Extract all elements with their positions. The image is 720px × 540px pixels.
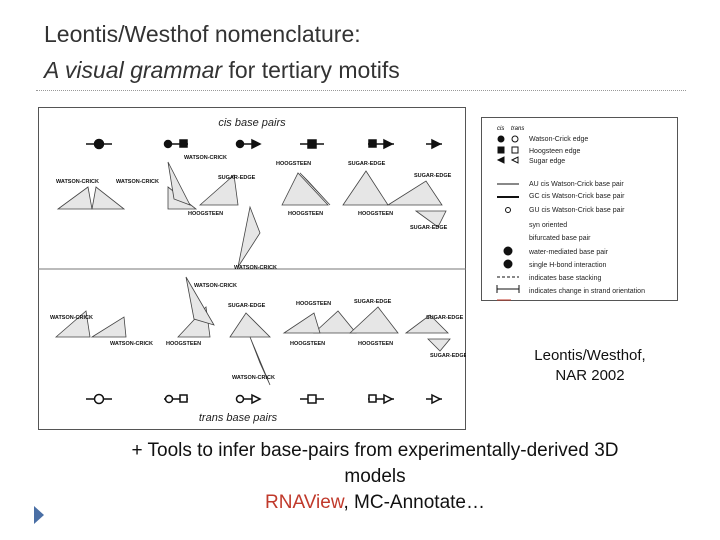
svg-text:WATSON-CRICK: WATSON-CRICK xyxy=(110,341,153,347)
svg-text:HOOGSTEEN: HOOGSTEEN xyxy=(276,161,311,167)
tools-line1: + Tools to infer base-pairs from experim… xyxy=(131,440,619,461)
svg-text:HOOGSTEEN: HOOGSTEEN xyxy=(290,341,325,347)
svg-text:Hoogsteen edge: Hoogsteen edge xyxy=(529,148,580,155)
rnaview-link[interactable]: RNAView xyxy=(265,492,344,513)
citation: Leontis/Westhof, NAR 2002 xyxy=(490,346,690,386)
legend-col-cis: cis xyxy=(497,126,504,132)
trans-edge-labels: WATSON-CRICK WATSON-CRICK WATSON-CRICK S… xyxy=(50,283,466,381)
svg-text:SUGAR-EDGE: SUGAR-EDGE xyxy=(414,173,452,179)
tools-line2: models xyxy=(344,466,406,487)
tools-text: + Tools to infer base-pairs from experim… xyxy=(50,438,700,516)
svg-text:WATSON-CRICK: WATSON-CRICK xyxy=(50,315,93,321)
svg-text:WATSON-CRICK: WATSON-CRICK xyxy=(234,265,277,271)
svg-text:GU cis Watson-Crick base pair: GU cis Watson-Crick base pair xyxy=(529,207,625,214)
svg-text:HOOGSTEEN: HOOGSTEEN xyxy=(296,301,331,307)
slide-title-line2: A visual grammar for tertiary motifs xyxy=(44,56,400,84)
svg-text:SUGAR-EDGE: SUGAR-EDGE xyxy=(426,315,464,321)
symbol-legend: cis trans Watson-Crick edge Hoogsteen ed… xyxy=(481,117,678,301)
legend-col-trans: trans xyxy=(511,126,524,132)
svg-text:GC cis Watson-Crick base pair: GC cis Watson-Crick base pair xyxy=(529,193,625,200)
svg-text:WATSON-CRICK: WATSON-CRICK xyxy=(194,283,237,289)
slide-title-line1: Leontis/Westhof nomenclature: xyxy=(44,21,361,47)
svg-text:WATSON-CRICK: WATSON-CRICK xyxy=(56,179,99,185)
legend-symbols xyxy=(496,135,520,301)
svg-text:SUGAR-EDGE: SUGAR-EDGE xyxy=(218,175,256,181)
svg-text:single H-bond interaction: single H-bond interaction xyxy=(529,262,607,269)
svg-text:WATSON-CRICK: WATSON-CRICK xyxy=(116,179,159,185)
base-pair-nomenclature-figure: cis base pairs trans base pairs WATSON-C… xyxy=(38,107,466,430)
svg-text:syn oriented: syn oriented xyxy=(529,222,567,229)
trans-header: trans base pairs xyxy=(199,412,278,424)
tools-line3: RNAView, MC-Annotate… xyxy=(50,490,700,516)
svg-text:HOOGSTEEN: HOOGSTEEN xyxy=(358,341,393,347)
svg-text:Watson-Crick edge: Watson-Crick edge xyxy=(529,136,588,143)
svg-text:SUGAR-EDGE: SUGAR-EDGE xyxy=(228,303,266,309)
arrow-bullet-icon xyxy=(34,506,44,524)
cis-triangle-motifs xyxy=(56,161,447,268)
svg-text:bifurcated base pair: bifurcated base pair xyxy=(529,235,591,242)
svg-text:SUGAR-EDGE: SUGAR-EDGE xyxy=(430,353,466,359)
svg-text:HOOGSTEEN: HOOGSTEEN xyxy=(288,211,323,217)
svg-text:HOOGSTEEN: HOOGSTEEN xyxy=(358,211,393,217)
svg-text:water-mediated base pair: water-mediated base pair xyxy=(528,249,609,256)
svg-text:indicates base stacking: indicates base stacking xyxy=(529,275,601,282)
svg-text:AU cis Watson-Crick base pair: AU cis Watson-Crick base pair xyxy=(529,181,624,188)
svg-text:Sugar edge: Sugar edge xyxy=(529,158,565,165)
cis-edge-labels: WATSON-CRICK WATSON-CRICK WATSON-CRICK H… xyxy=(56,155,452,271)
cis-symbol-row xyxy=(86,138,442,150)
citation-line2: NAR 2002 xyxy=(555,367,625,384)
svg-text:indicates change in strand ori: indicates change in strand orientation xyxy=(529,288,645,295)
legend-labels: Watson-Crick edge Hoogsteen edge Sugar e… xyxy=(528,136,645,295)
title-rest: for tertiary motifs xyxy=(222,57,400,83)
citation-line1: Leontis/Westhof, xyxy=(534,347,646,364)
svg-text:SUGAR-EDGE: SUGAR-EDGE xyxy=(354,299,392,305)
trans-symbol-row xyxy=(86,393,442,405)
title-divider xyxy=(36,90,686,91)
trans-triangle-motifs xyxy=(54,276,451,386)
svg-text:SUGAR-EDGE: SUGAR-EDGE xyxy=(410,225,448,231)
tools-rest: , MC-Annotate… xyxy=(343,492,486,513)
svg-text:WATSON-CRICK: WATSON-CRICK xyxy=(232,375,275,381)
svg-text:HOOGSTEEN: HOOGSTEEN xyxy=(188,211,223,217)
cis-header: cis base pairs xyxy=(218,117,286,129)
svg-text:WATSON-CRICK: WATSON-CRICK xyxy=(184,155,227,161)
svg-text:HOOGSTEEN: HOOGSTEEN xyxy=(166,341,201,347)
cis-ww-symbol xyxy=(93,138,105,150)
title-italic-phrase: A visual grammar xyxy=(44,57,223,83)
svg-text:SUGAR-EDGE: SUGAR-EDGE xyxy=(348,161,386,167)
